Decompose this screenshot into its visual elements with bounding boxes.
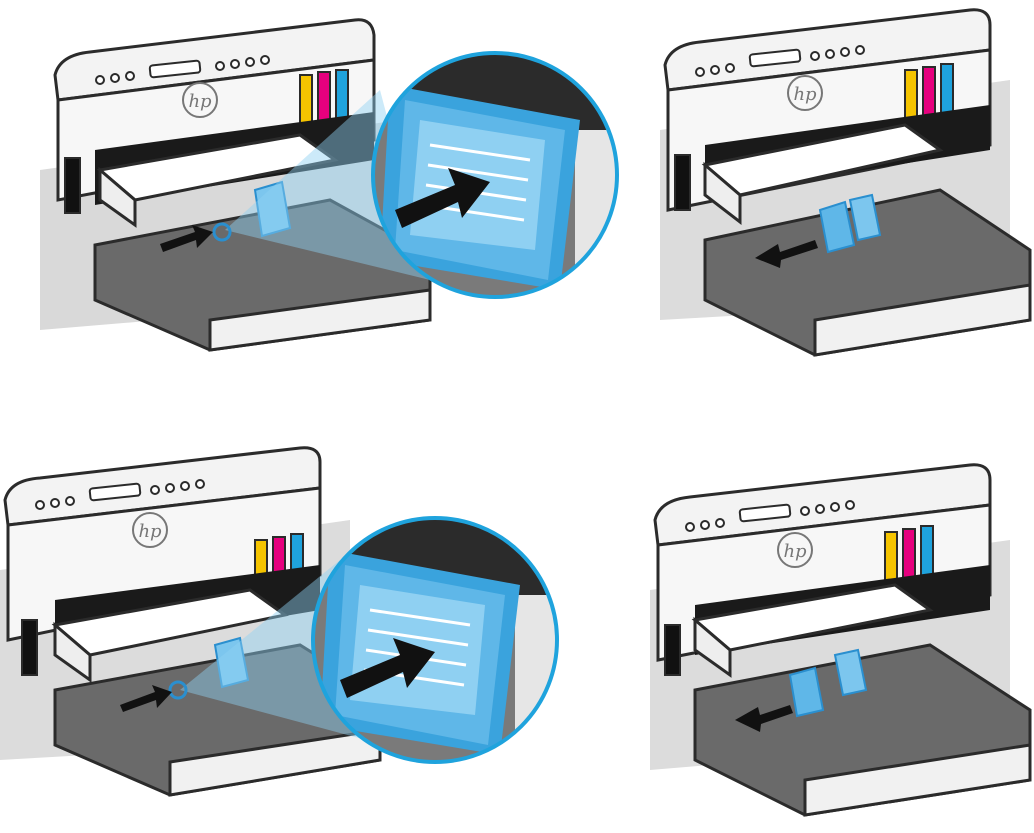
svg-text:hp: hp — [138, 521, 162, 542]
panel-bottom-right-slide-guide: hp — [640, 450, 1034, 833]
panel-top-left-pinch-guide: hp — [0, 0, 620, 370]
black-ink-tank — [65, 158, 80, 213]
zoom-detail-circle — [310, 515, 560, 765]
svg-text:hp: hp — [783, 541, 807, 562]
svg-text:hp: hp — [793, 84, 817, 105]
panel-bottom-left-pinch-guide: hp — [0, 440, 600, 833]
svg-text:hp: hp — [188, 91, 212, 112]
panel-top-right-slide-guide: hp — [640, 0, 1034, 370]
black-ink-tank — [675, 155, 690, 210]
zoom-detail-circle — [370, 50, 620, 300]
black-ink-tank — [22, 620, 37, 675]
black-ink-tank — [665, 625, 680, 675]
